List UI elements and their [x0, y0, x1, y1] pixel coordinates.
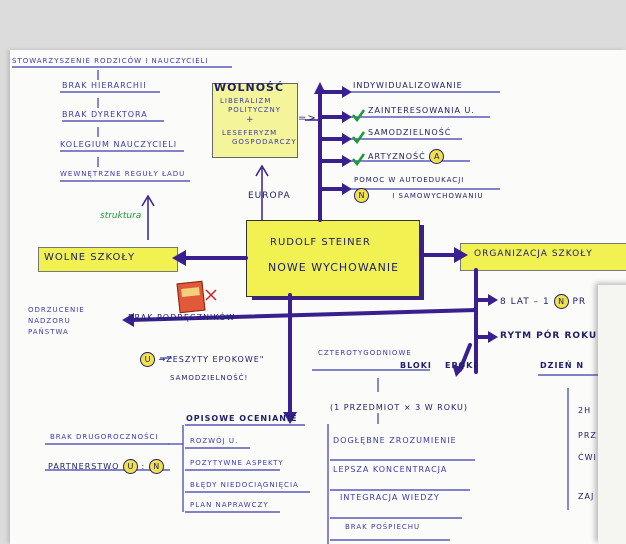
rt-item-3: Samodzielność — [368, 128, 452, 137]
odrzucenie-3: państwa — [28, 328, 69, 336]
dzien-item-1: 2h — [578, 406, 592, 415]
dzien-item-2: prz — [578, 431, 597, 440]
opisowe-item-2: Pozytywne aspekty — [190, 459, 284, 467]
lat-label: 8 lat – 1 N pr — [500, 294, 586, 309]
rt-item-5: Pomoc w autoedukacji — [354, 176, 465, 184]
europa-label: Europa — [248, 191, 291, 201]
lat-text: 8 lat – 1 — [500, 297, 550, 307]
chain-item-3: Kolegium nauczycieli — [60, 140, 178, 149]
opisowe-item-1: Rozwój u. — [190, 437, 239, 445]
dzien-label: Dzień n — [540, 361, 585, 370]
wolnosc-line-3: Leseferyzm — [222, 129, 278, 137]
n-badge-icon: N — [354, 188, 369, 203]
rt-item-5-tail-text: i samowychowaniu — [392, 191, 484, 200]
lat-tail: pr — [572, 297, 587, 307]
opisowe-item-3: Błędy niedociągnięcia — [190, 481, 299, 489]
implies-symbol: => — [298, 113, 317, 124]
rt-item-1: Indywidualizowanie — [353, 81, 463, 90]
n-badge-icon: N — [553, 294, 569, 309]
wolne-szkoly-box — [38, 247, 178, 272]
organizacja-label: Organizacja szkoły — [474, 249, 593, 259]
zeszyty-sub: samodzielność! — [170, 374, 249, 382]
wolnosc-line-4: gospodarczy — [232, 138, 297, 146]
chain-item-4: Wewnętrzne reguły ładu — [60, 170, 186, 178]
wolnosc-title: Wolność — [214, 81, 285, 94]
bloki-line-1: Czterotygodniowe — [318, 349, 412, 357]
wolne-szkoly-label: Wolne szkoły — [44, 252, 136, 263]
rt-item-4-text: Artyzność — [368, 152, 426, 161]
rt-item-2: Zainteresowania u. — [368, 106, 475, 115]
bloki-item-3: Integracja wiedzy — [340, 493, 440, 502]
rytm-label: Rytm pór roku — [500, 331, 598, 341]
chain-item-1: Brak hierarchii — [62, 81, 147, 90]
chain-item-2: Brak dyrektora — [62, 110, 148, 119]
zeszyty-label: U →Zeszyty epokowe" — [140, 352, 264, 367]
n-badge-icon: N — [148, 459, 164, 474]
chain-top: Stowarzyszenie rodziców i nauczycieli — [12, 57, 209, 65]
bloki-item-2: Lepsza koncentracja — [333, 465, 448, 474]
wolnosc-line-2: polityczny — [228, 106, 282, 114]
u-badge-icon: U — [140, 352, 155, 367]
center-line-1: Rudolf Steiner — [270, 237, 371, 248]
struktura-label: struktura — [100, 211, 142, 221]
dzien-item-4: zaj — [578, 492, 595, 501]
bloki-item-4: Brak pośpiechu — [345, 523, 421, 531]
przedmiot-label: (1 przedmiot × 3 w roku) — [330, 403, 469, 412]
wolnosc-box — [212, 83, 298, 158]
opisowe-item-4: Plan naprawczy — [190, 501, 269, 509]
bloki-line-3: epoki — [445, 361, 478, 370]
odrzucenie-2: nadzoru — [28, 317, 71, 325]
book-icon — [176, 280, 206, 314]
dzien-item-3: ćwi — [578, 453, 597, 462]
a-badge-icon: A — [429, 149, 445, 164]
center-line-2: Nowe Wychowanie — [268, 261, 400, 274]
wolnosc-line-1: Liberalizm — [220, 97, 272, 105]
bloki-line-2: bloki — [400, 361, 432, 370]
partnerstwo-label: Partnerstwo U : N — [48, 459, 164, 474]
partnerstwo-text: Partnerstwo — [48, 462, 120, 471]
wolnosc-plus: + — [246, 115, 255, 125]
opisowe-title: Opisowe ocenianie — [186, 414, 298, 423]
drugoroczn-label: Brak drugoroczności — [50, 433, 159, 441]
bloki-item-1: Dogłębne zrozumienie — [333, 436, 457, 445]
odrzucenie-1: Odrzucenie — [28, 306, 85, 314]
partnerstwo-sep: : — [141, 462, 146, 471]
rt-item-4: Artyzność A — [368, 149, 445, 164]
u-badge-icon: U — [122, 459, 138, 474]
zeszyty-text: →Zeszyty epokowe" — [158, 355, 265, 364]
podrecznikow-label: Brak podręczników — [128, 313, 236, 322]
organizacja-box — [460, 243, 626, 271]
rt-item-5-tail: N i samowychowaniu — [354, 188, 484, 203]
overlapping-sheet — [598, 285, 626, 544]
